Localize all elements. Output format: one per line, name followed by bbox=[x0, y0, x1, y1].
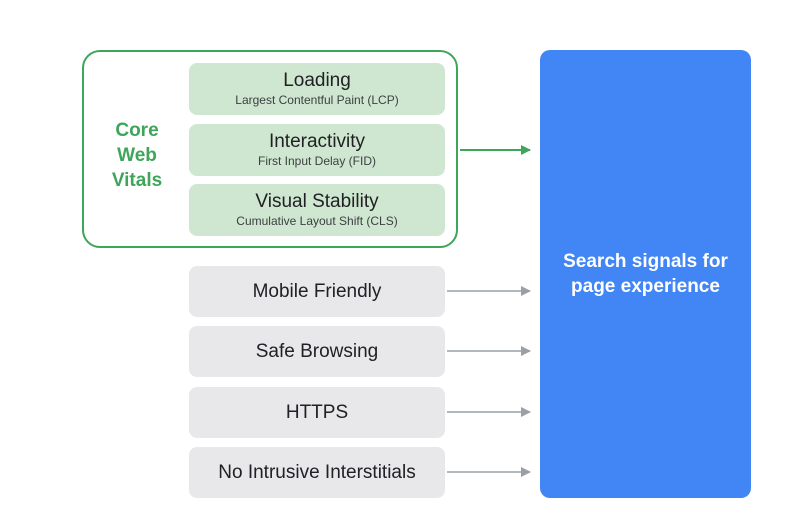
cwv-label-line: Core bbox=[115, 120, 159, 141]
cwv-label-line: Web bbox=[117, 145, 157, 166]
signal-no-intrusive-interstitials: No Intrusive Interstitials bbox=[189, 447, 445, 498]
metric-title: Interactivity bbox=[268, 131, 366, 152]
core-web-vitals-group bbox=[82, 50, 458, 248]
metric-title: Loading bbox=[283, 70, 351, 91]
metric-loading: Loading Largest Contentful Paint (LCP) bbox=[189, 63, 445, 115]
metric-subtitle: Cumulative Layout Shift (CLS) bbox=[236, 214, 398, 228]
signal-https: HTTPS bbox=[189, 387, 445, 438]
signal-mobile-friendly: Mobile Friendly bbox=[189, 266, 445, 317]
metric-subtitle: Largest Contentful Paint (LCP) bbox=[235, 93, 399, 107]
signal-safe-browsing: Safe Browsing bbox=[189, 326, 445, 377]
metric-interactivity: Interactivity First Input Delay (FID) bbox=[189, 124, 445, 176]
search-signals-box: Search signals for page experience bbox=[540, 50, 751, 498]
metric-title: Visual Stability bbox=[255, 191, 379, 212]
core-web-vitals-label: Core Web Vitals bbox=[96, 118, 178, 193]
cwv-label-line: Vitals bbox=[111, 170, 163, 191]
metric-subtitle: First Input Delay (FID) bbox=[257, 154, 377, 168]
metric-visual-stability: Visual Stability Cumulative Layout Shift… bbox=[189, 184, 445, 236]
search-signals-label: Search signals for page experience bbox=[563, 251, 728, 297]
